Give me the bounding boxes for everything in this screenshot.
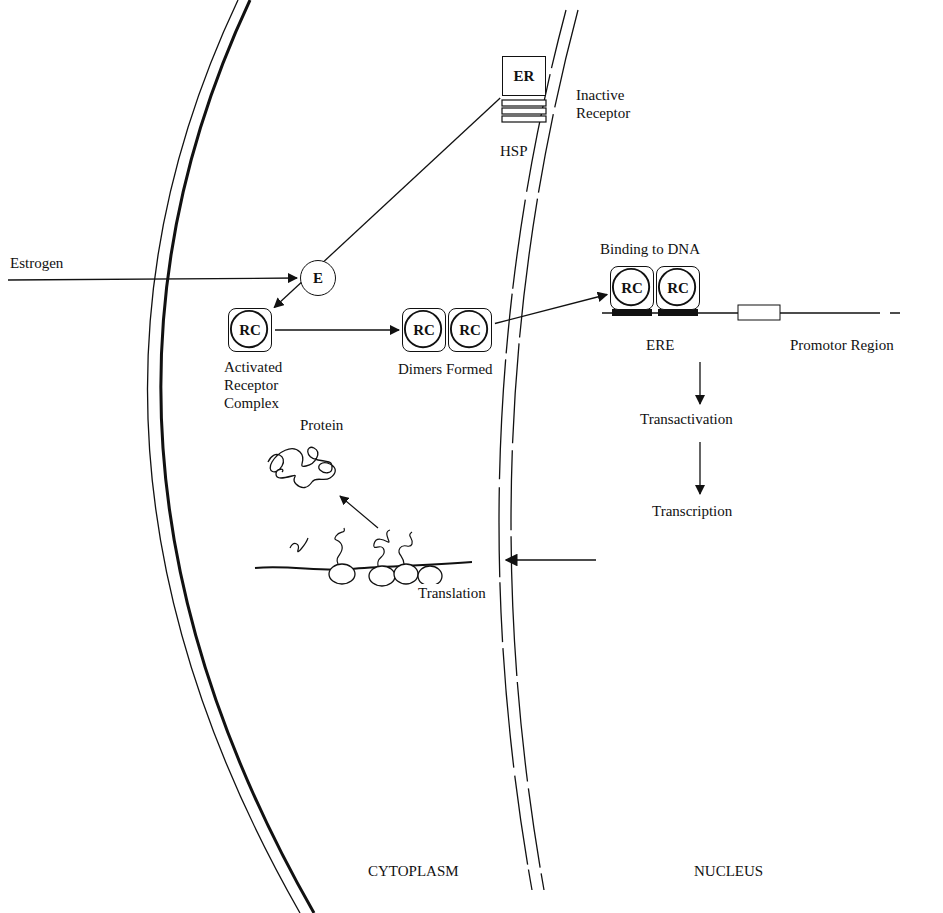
receptor-box: ER — [502, 56, 546, 96]
complex-circle-outline — [613, 269, 649, 305]
flow-arrow — [274, 98, 500, 308]
state-label: Inactive Receptor — [574, 86, 650, 122]
ere-site — [612, 309, 652, 316]
node-text: E — [313, 271, 323, 286]
mrna-strand — [255, 562, 472, 570]
part-label: Protein — [298, 416, 345, 434]
node-text: ER — [514, 69, 535, 84]
part-label: HSP — [498, 142, 530, 160]
step-label: Translation — [416, 584, 488, 602]
ere-site — [658, 309, 698, 316]
hsp-stack — [502, 100, 546, 122]
node-text: RC — [667, 281, 689, 296]
region-label: CYTOPLASM — [366, 862, 461, 880]
step-label: Transactivation — [638, 410, 735, 428]
nascent-chains — [290, 528, 412, 566]
receptor-complex: RC — [402, 308, 446, 352]
step-label: Dimers Formed — [396, 360, 495, 378]
step-label: Transcription — [650, 502, 734, 520]
estrogen-circle: E — [300, 260, 336, 296]
node-text: RC — [239, 323, 261, 338]
complex-circle-outline — [659, 269, 695, 305]
estrogen-entry-arrow — [8, 278, 297, 280]
receptor-complex: RC — [656, 266, 700, 310]
region-label: NUCLEUS — [692, 862, 765, 880]
state-label: Activated Receptor Complex — [222, 358, 306, 412]
receptor-complex: RC — [448, 308, 492, 352]
pathway-arrow — [506, 559, 596, 561]
node-text: RC — [413, 323, 435, 338]
pathway-arrow — [699, 362, 700, 404]
part-label: ERE — [644, 336, 676, 354]
dna-strand-end — [890, 312, 900, 314]
input-label: Estrogen — [8, 254, 65, 272]
complex-circle-outline — [231, 311, 267, 347]
receptor-complex: RC — [610, 266, 654, 310]
step-label: Binding to DNA — [598, 240, 702, 258]
cell-membrane-inner — [161, 0, 314, 913]
promoter-box — [738, 305, 780, 320]
flow-arrow — [275, 329, 399, 330]
protein-arrow — [340, 496, 378, 528]
receptor-complex: RC — [228, 308, 272, 352]
node-text: RC — [621, 281, 643, 296]
part-label: Promotor Region — [788, 336, 896, 354]
ribosomes — [329, 564, 442, 586]
node-text: RC — [459, 323, 481, 338]
complex-circle-outline — [405, 311, 441, 347]
protein-figure — [268, 447, 335, 487]
flow-arrow — [495, 295, 607, 324]
pathway-arrow — [699, 442, 700, 494]
complex-circle-outline — [451, 311, 487, 347]
cell-membrane-outer — [147, 0, 300, 913]
